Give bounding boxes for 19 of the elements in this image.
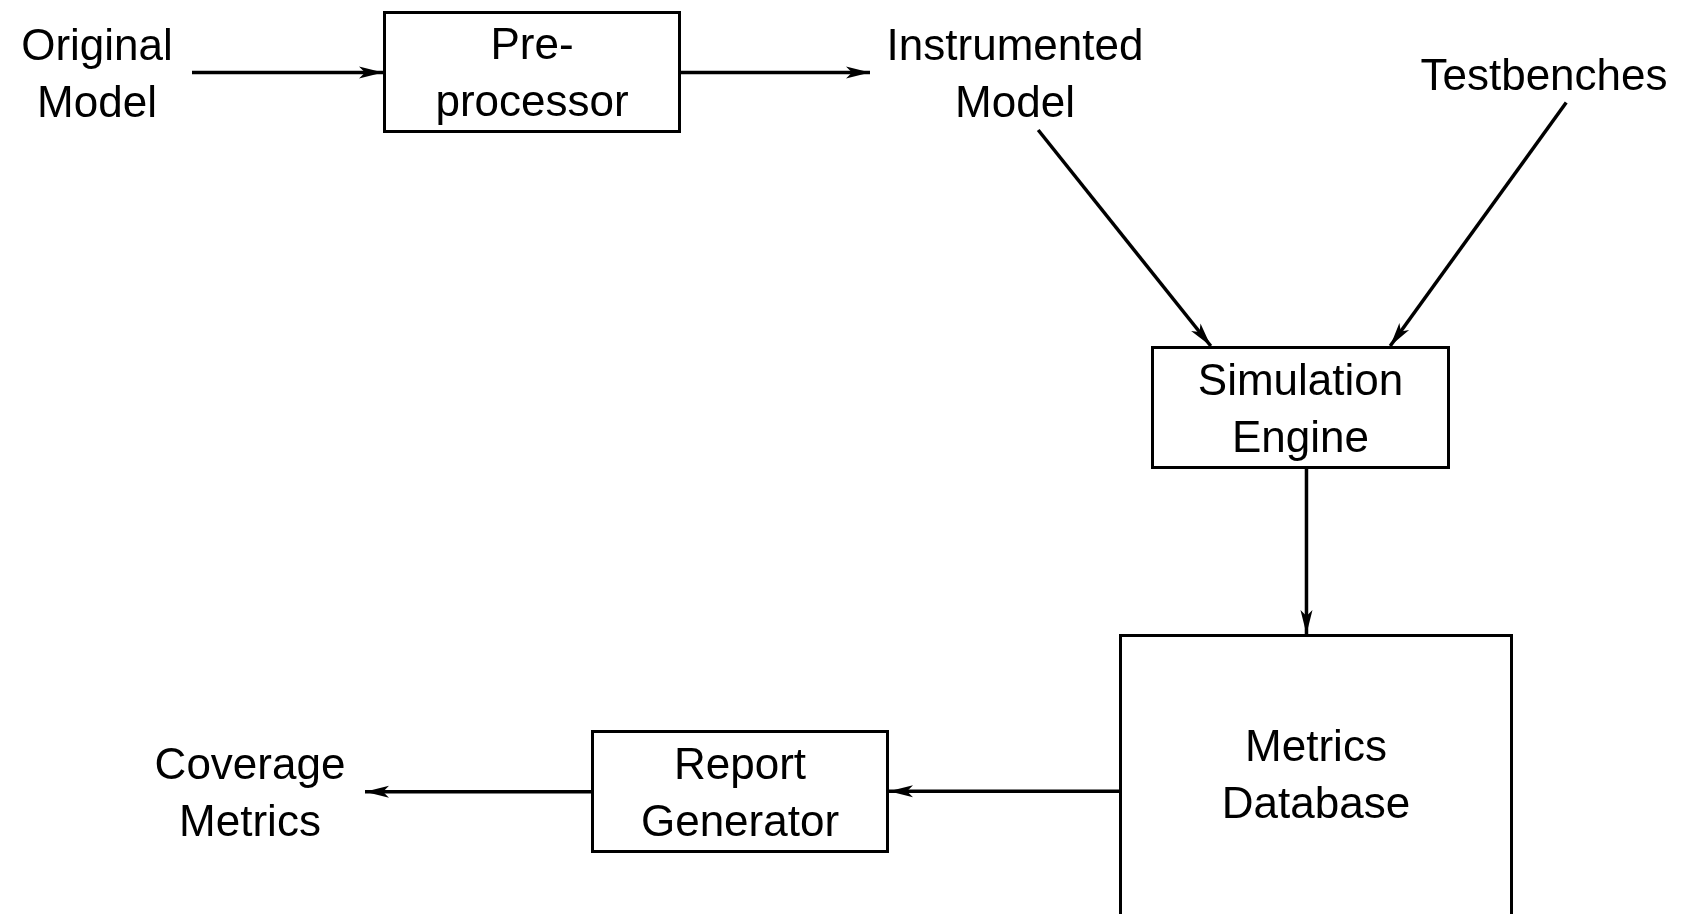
io-label: Testbenches: [1419, 48, 1669, 101]
arrow: [681, 66, 870, 79]
arrow: [889, 785, 1119, 798]
process-box: [383, 11, 681, 133]
process-box: [591, 730, 889, 853]
process-box: [1151, 346, 1450, 469]
io-label: Coverage Metrics: [153, 738, 347, 847]
process-box: [1119, 634, 1513, 914]
arrow: [365, 785, 591, 798]
arrow: [192, 66, 383, 79]
io-label: Instrumented Model: [885, 19, 1145, 128]
box-label: Simulation Engine: [1196, 353, 1405, 463]
io-label: Original Model: [20, 19, 174, 128]
arrow: [1388, 101, 1568, 348]
box-label: Metrics Database: [1220, 720, 1412, 829]
box-label: Report Generator: [639, 737, 841, 847]
box-label: Pre- processor: [434, 18, 630, 127]
arrow: [1036, 128, 1213, 348]
arrow: [1300, 469, 1313, 634]
